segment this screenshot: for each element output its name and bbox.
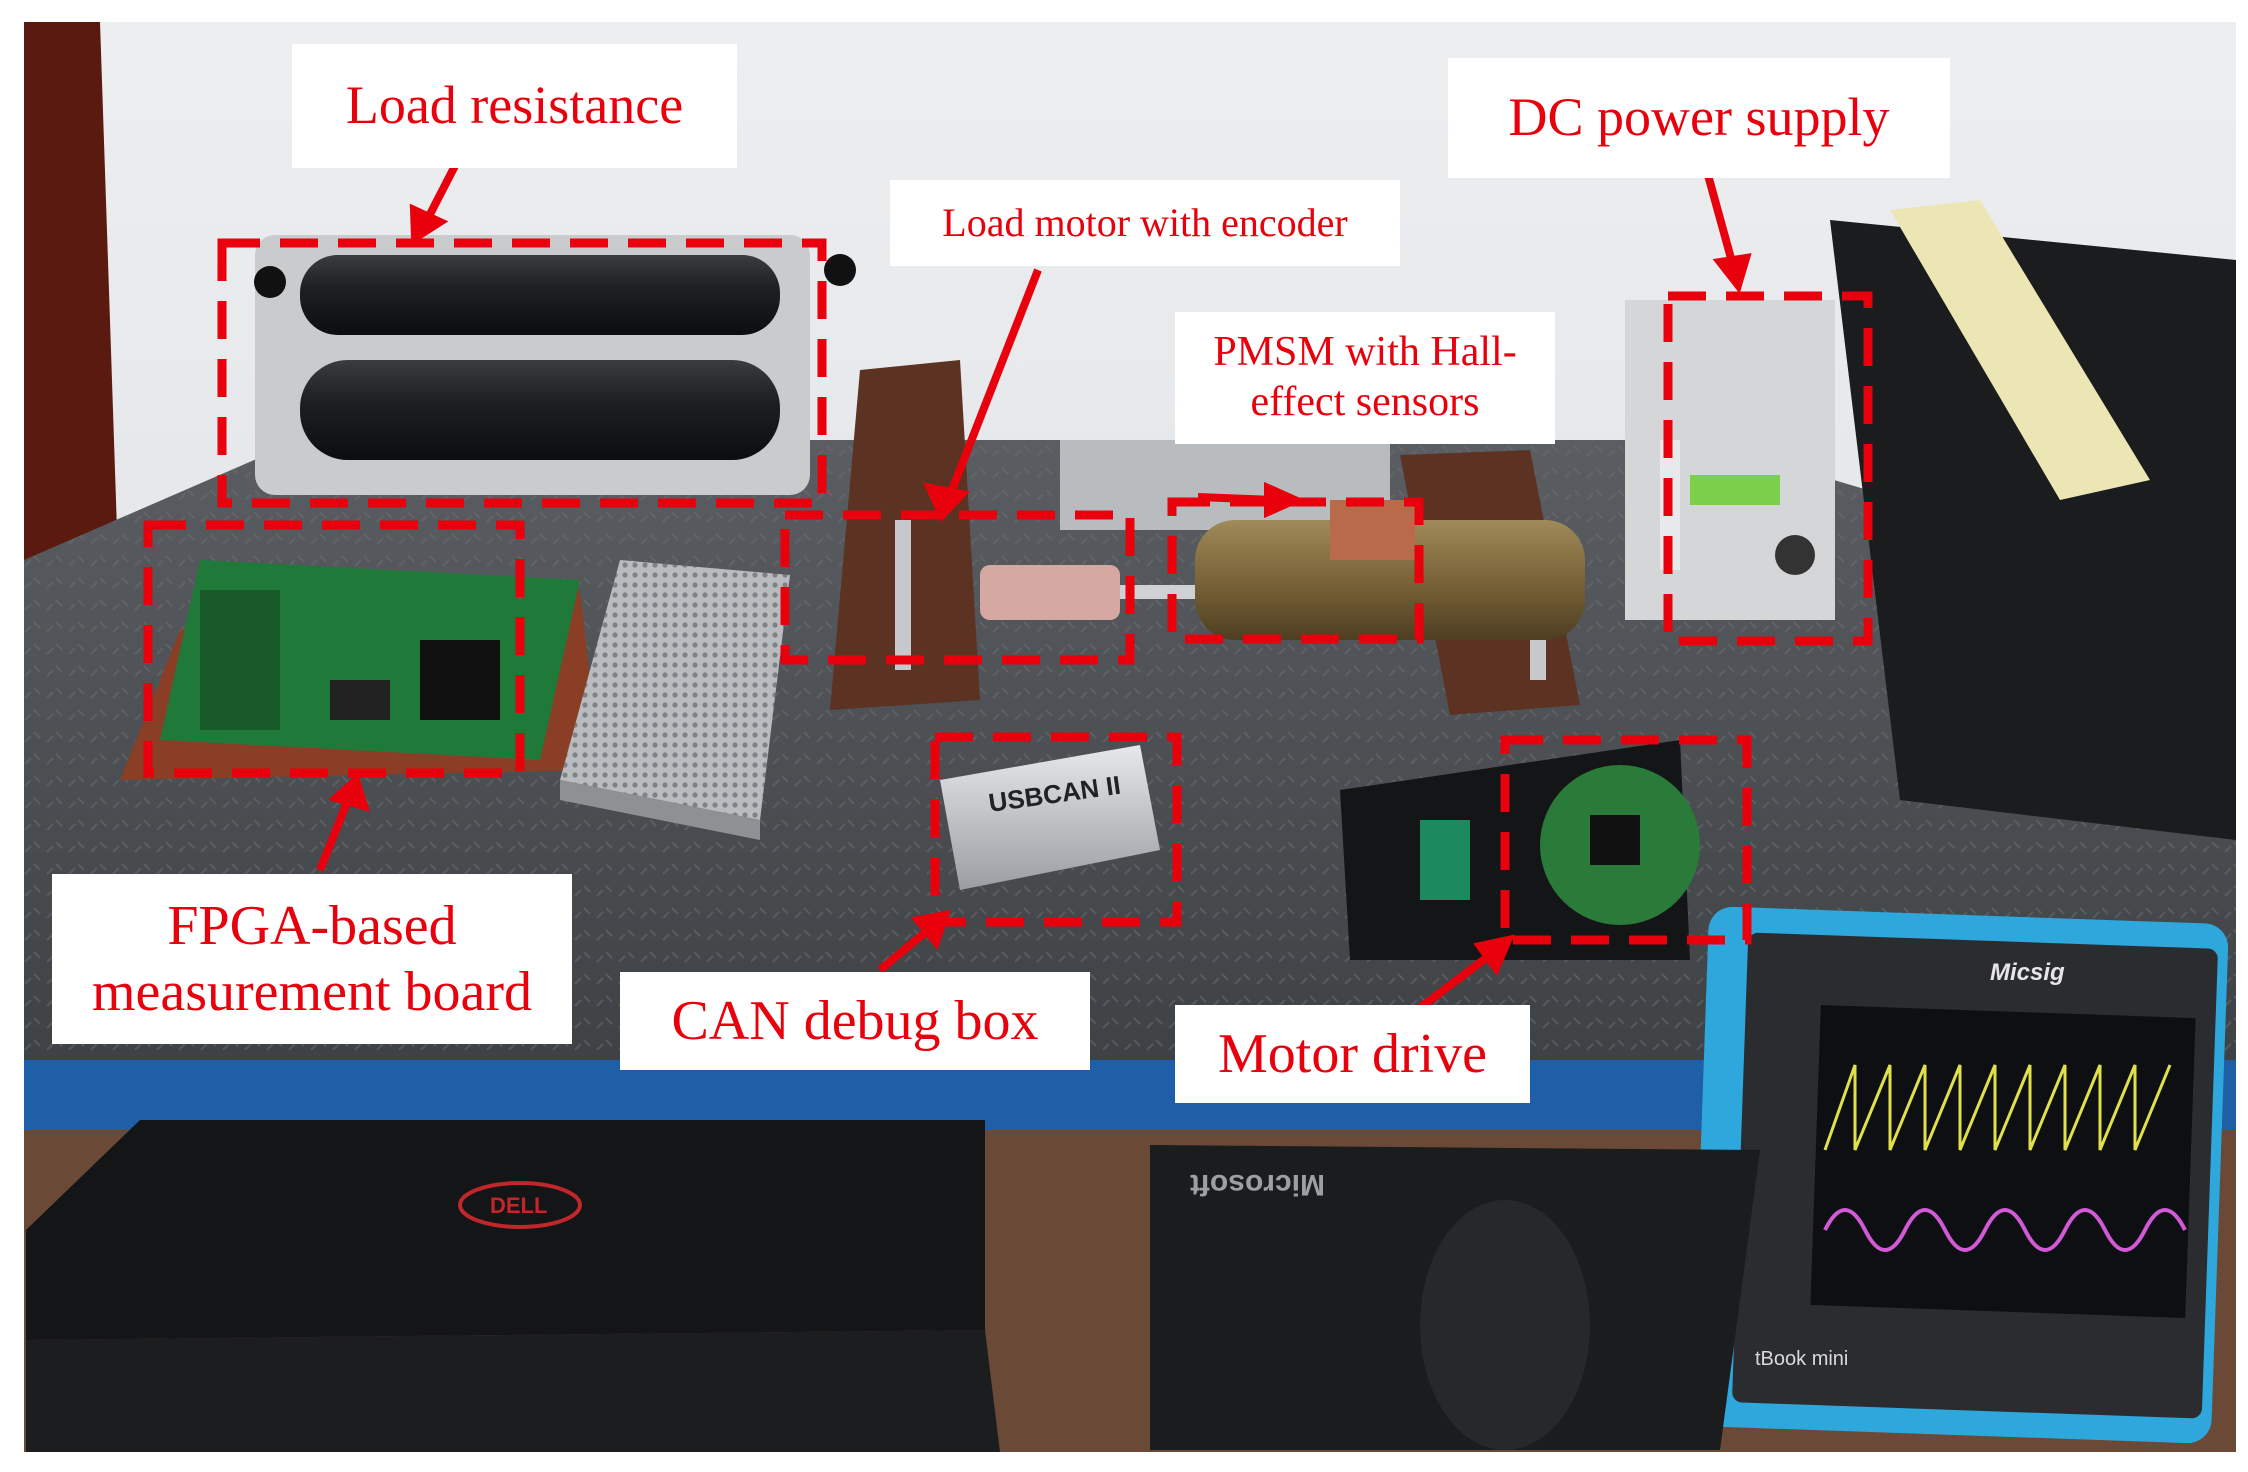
label-pmsm-line2: effect sensors bbox=[1250, 379, 1480, 425]
box-fpga-board bbox=[143, 520, 525, 778]
label-motor-drive: Motor drive bbox=[1175, 1005, 1530, 1103]
door bbox=[24, 22, 120, 660]
label-pmsm-line1: PMSM with Hall- bbox=[1213, 329, 1517, 376]
load-resistance-unit bbox=[254, 235, 856, 495]
label-fpga-line1: FPGA-based bbox=[167, 894, 457, 957]
arrow-load-motor bbox=[946, 268, 1042, 497]
threaded-rod-left bbox=[895, 520, 911, 670]
arrowhead-fpga bbox=[327, 772, 370, 812]
annotation-arrows bbox=[316, 158, 1752, 1012]
box-can-debug bbox=[930, 732, 1182, 927]
scope-model: tBook mini bbox=[1755, 1348, 1848, 1370]
laptop: DELL bbox=[26, 1120, 1000, 1452]
label-motor-drive-text: Motor drive bbox=[1217, 1022, 1488, 1085]
fpga-board bbox=[120, 560, 600, 780]
scope-brand: Micsig bbox=[1990, 959, 2065, 986]
arrowhead-pmsm bbox=[1264, 481, 1305, 519]
label-load-resistance: Load resistance bbox=[292, 44, 737, 168]
label-load-resistance-text: Load resistance bbox=[345, 75, 684, 136]
switching-power-supply bbox=[560, 560, 790, 840]
arrowhead-motor-drive bbox=[1473, 934, 1515, 977]
dc-power-supply-unit bbox=[1625, 300, 1835, 620]
laptop-brand: DELL bbox=[490, 1193, 547, 1218]
label-dc-power-supply: DC power supply bbox=[1448, 58, 1950, 178]
arrow-dc-power bbox=[1704, 173, 1736, 264]
motor-drive-unit bbox=[1340, 740, 1700, 960]
label-load-motor-text: Load motor with encoder bbox=[942, 200, 1348, 246]
label-can-debug-box: CAN debug box bbox=[620, 972, 1090, 1070]
scope-trace-sawtooth bbox=[1823, 1064, 2172, 1151]
scope-trace-sine bbox=[1823, 1208, 2187, 1252]
box-motor-drive bbox=[1500, 735, 1752, 945]
arrowhead-dc-power bbox=[1712, 253, 1752, 294]
arrow-fpga bbox=[316, 798, 352, 872]
mouse bbox=[1420, 1200, 1590, 1450]
oscilloscope: Micsig tBook mini bbox=[1691, 906, 2229, 1444]
label-dc-power-supply-text: DC power supply bbox=[1508, 87, 1890, 148]
arrow-can bbox=[877, 926, 931, 974]
shaft bbox=[1120, 585, 1200, 599]
mousepad-brand: Microsoft bbox=[1190, 1168, 1325, 1201]
arrow-pmsm bbox=[1197, 493, 1276, 504]
hall-sensor-board bbox=[1330, 500, 1415, 560]
shaft-coupling bbox=[980, 565, 1120, 620]
arrowhead-load-resistance bbox=[409, 203, 449, 246]
box-dc-power-supply bbox=[1663, 291, 1873, 646]
label-fpga-line2: measurement board bbox=[91, 961, 533, 1023]
arrow-load-resistance bbox=[422, 158, 462, 224]
power-strip bbox=[1890, 200, 2150, 500]
arrowhead-load-motor bbox=[923, 482, 970, 523]
label-can-debug-box-text: CAN debug box bbox=[671, 989, 1039, 1052]
isolation-transformer bbox=[1830, 220, 2236, 840]
box-load-resistance bbox=[217, 238, 827, 508]
arrow-motor-drive bbox=[1417, 951, 1493, 1012]
label-fpga-board: FPGA-based measurement board bbox=[52, 874, 572, 1044]
arrowhead-can bbox=[910, 909, 951, 951]
box-load-motor bbox=[780, 510, 1135, 665]
label-load-motor: Load motor with encoder bbox=[890, 180, 1400, 266]
usbcan-device: USBCAN II bbox=[940, 745, 1160, 890]
label-pmsm: PMSM with Hall- effect sensors bbox=[1175, 312, 1555, 444]
pmsm-motor bbox=[1195, 520, 1585, 640]
